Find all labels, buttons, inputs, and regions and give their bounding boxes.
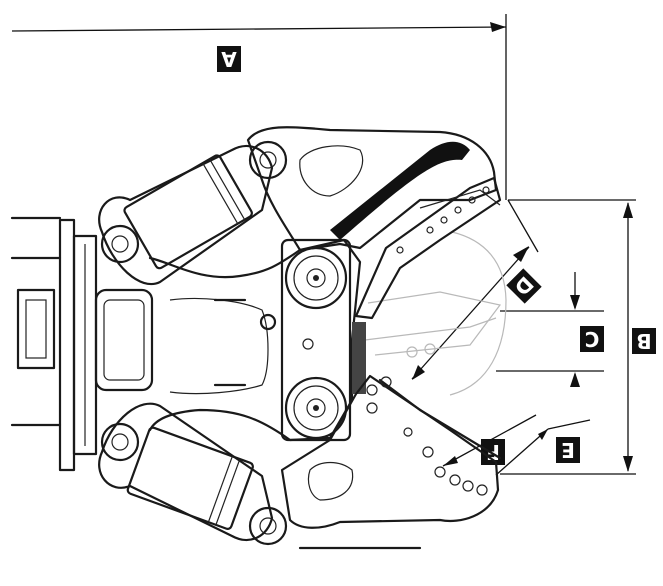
label-b-box (632, 328, 656, 354)
label-d: D (510, 272, 539, 301)
label-e-box (556, 437, 580, 463)
label-c: C (585, 327, 600, 351)
dimension-c: C (496, 272, 604, 387)
mounting-flange (10, 216, 154, 472)
label-a: A (221, 47, 237, 71)
main-body (148, 238, 362, 442)
pivot-disc-upper (284, 246, 348, 310)
dimension-e: E (495, 419, 591, 476)
label-a-box (217, 46, 241, 72)
lower-jaw-wear-plate (352, 322, 366, 394)
pivot-disc-lower (284, 376, 348, 440)
ghost-jaw-outline (364, 231, 507, 396)
upper-jaw-blade (330, 141, 470, 240)
upper-jaw (246, 126, 502, 320)
dimension-b: B (500, 199, 656, 475)
label-c-box (580, 326, 604, 352)
label-b: B (636, 329, 651, 353)
dimension-f: F (442, 414, 537, 467)
upper-cylinder (98, 140, 288, 285)
label-d-box (506, 268, 542, 304)
lower-cylinder (98, 402, 288, 546)
lower-jaw (280, 322, 502, 550)
dimension-a: A (11, 14, 507, 200)
label-e: E (561, 438, 575, 462)
